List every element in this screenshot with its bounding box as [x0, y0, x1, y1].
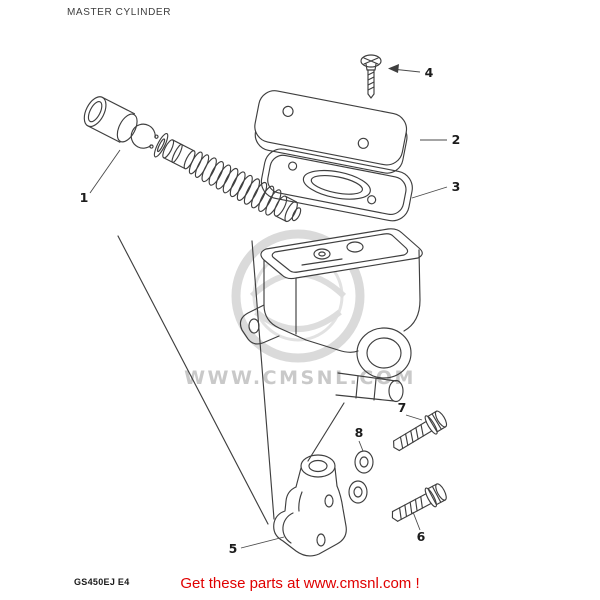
part-cap-screw [360, 54, 382, 99]
callout-part-7[interactable]: 7 [398, 400, 407, 415]
part-reservoir-cap [254, 90, 408, 174]
model-code-label: GS450EJ E4 [74, 577, 130, 587]
callout-part-3[interactable]: 3 [452, 179, 461, 194]
part-clamp-bolt-upper [393, 410, 448, 452]
callout-leaders [89, 64, 448, 549]
callout-part-2[interactable]: 2 [452, 132, 461, 147]
callout-part-6[interactable]: 6 [417, 529, 426, 544]
callouts: 1 2 3 4 5 6 7 8 [80, 65, 461, 556]
promo-link[interactable]: Get these parts at www.cmsnl.com ! [180, 575, 420, 592]
part-washers [348, 450, 374, 504]
callout-part-8[interactable]: 8 [355, 425, 364, 440]
alignment-lines [117, 235, 345, 525]
page-title: MASTER CYLINDER [67, 7, 172, 18]
callout-part-1[interactable]: 1 [80, 190, 89, 205]
callout-part-4[interactable]: 4 [425, 65, 434, 80]
part-diaphragm-plate [260, 148, 413, 222]
part-piston-spring-assembly [83, 96, 302, 223]
callout-part-5[interactable]: 5 [229, 541, 238, 556]
part-cylinder-body [239, 228, 423, 403]
part-clamp-bolt-lower [391, 483, 447, 522]
part-handlebar-clamp [273, 454, 347, 557]
watermark-text: WWW.CMSNL.COM [184, 367, 416, 389]
